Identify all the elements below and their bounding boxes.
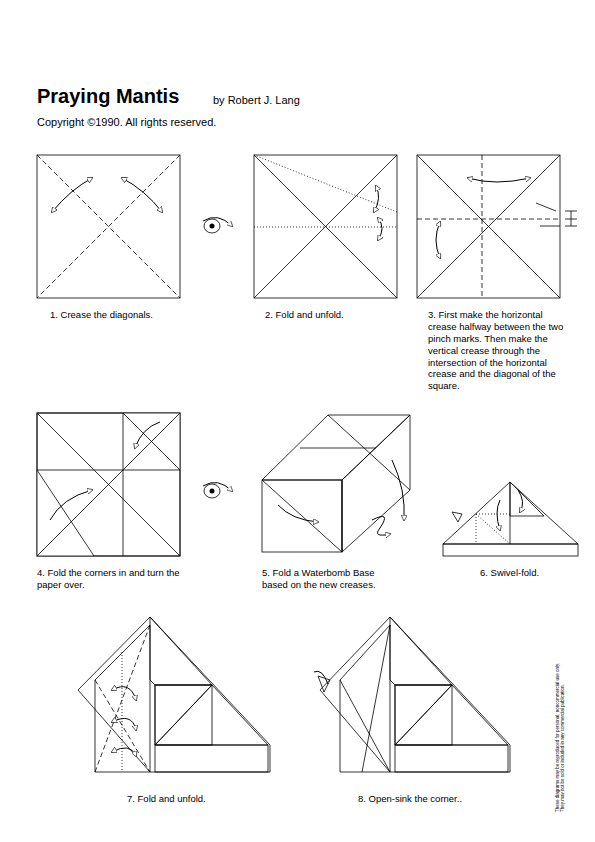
step-8-figure [314, 617, 510, 772]
step-2-figure [203, 155, 397, 298]
step-caption: 5. Fold a Waterbomb Base based on the ne… [262, 567, 402, 591]
step-3-figure [417, 155, 577, 298]
step-7-figure [78, 617, 270, 772]
author: by Robert J. Lang [213, 94, 300, 108]
step-caption: 3. First make the horizontal crease half… [428, 309, 568, 392]
step-4-figure [37, 413, 232, 556]
step-caption: 4. Fold the corners in and turn the pape… [37, 567, 197, 591]
step-caption: 2. Fold and unfold. [265, 309, 415, 321]
title: Praying Mantis [37, 84, 179, 109]
copyright-note: These diagrams may be reproduced for per… [555, 662, 565, 812]
step-caption: 6. Swivel-fold. [480, 567, 580, 579]
copyright: Copyright ©1990. All rights reserved. [37, 116, 216, 130]
step-6-figure [443, 482, 578, 556]
step-1-figure [37, 155, 180, 298]
step-caption: 7. Fold and unfold. [127, 793, 277, 805]
step-caption: 8. Open-sink the corner.. [358, 793, 508, 805]
step-5-figure [262, 415, 410, 552]
step-caption: 1. Crease the diagonals. [50, 309, 230, 321]
